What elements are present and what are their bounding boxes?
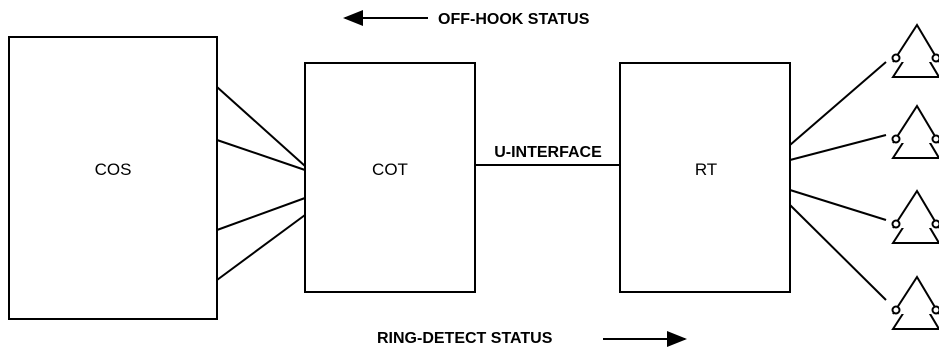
u-interface-label: U-INTERFACE [494,144,602,161]
cot-label: COT [372,160,408,179]
cos-cot-wires [216,86,306,281]
ring-detect-status: RING-DETECT STATUS [377,330,687,347]
cos-cot-wire [216,86,306,167]
off-hook-status: OFF-HOOK STATUS [343,10,590,28]
ring-detect-status-label: RING-DETECT STATUS [377,330,553,347]
cos-cot-wire [216,197,306,231]
off-hook-status-label: OFF-HOOK STATUS [438,11,590,28]
cos-cot-wire [216,139,306,171]
cos-box [8,36,218,320]
rt-phone-wire [789,134,887,161]
telephone-icon [891,104,939,159]
cot-node: COT [304,62,476,293]
telephone-icon [891,189,939,244]
telephone-icon [891,23,939,78]
rt-phone-wire [789,204,887,301]
rt-phone-wires [789,61,887,301]
telephone-icon [891,275,939,330]
rt-phone-wire [789,61,887,146]
cos-cot-wire [216,214,306,281]
u-interface-link: U-INTERFACE [475,144,620,166]
rt-label: RT [695,160,717,179]
cot-box [304,62,476,293]
rt-phone-wire [789,189,887,221]
rt-box [619,62,791,293]
cos-label: COS [95,160,132,179]
cos-node: COS [8,36,218,320]
rt-node: RT [619,62,791,293]
